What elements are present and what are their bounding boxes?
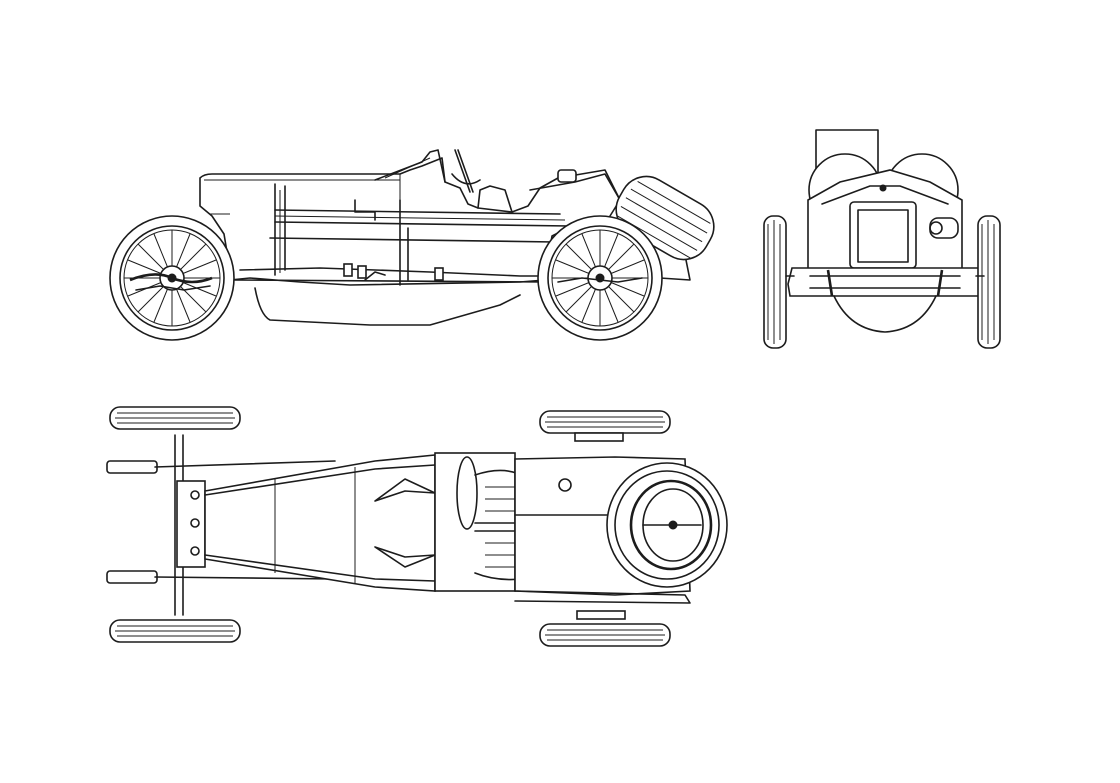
front-elevation-view	[750, 120, 1020, 360]
car-front-elevation-icon	[763, 129, 1001, 349]
car-plan-view-icon	[106, 406, 728, 647]
side-elevation-view	[100, 130, 750, 360]
plan-view	[95, 395, 745, 660]
car-side-elevation-icon	[109, 149, 715, 341]
